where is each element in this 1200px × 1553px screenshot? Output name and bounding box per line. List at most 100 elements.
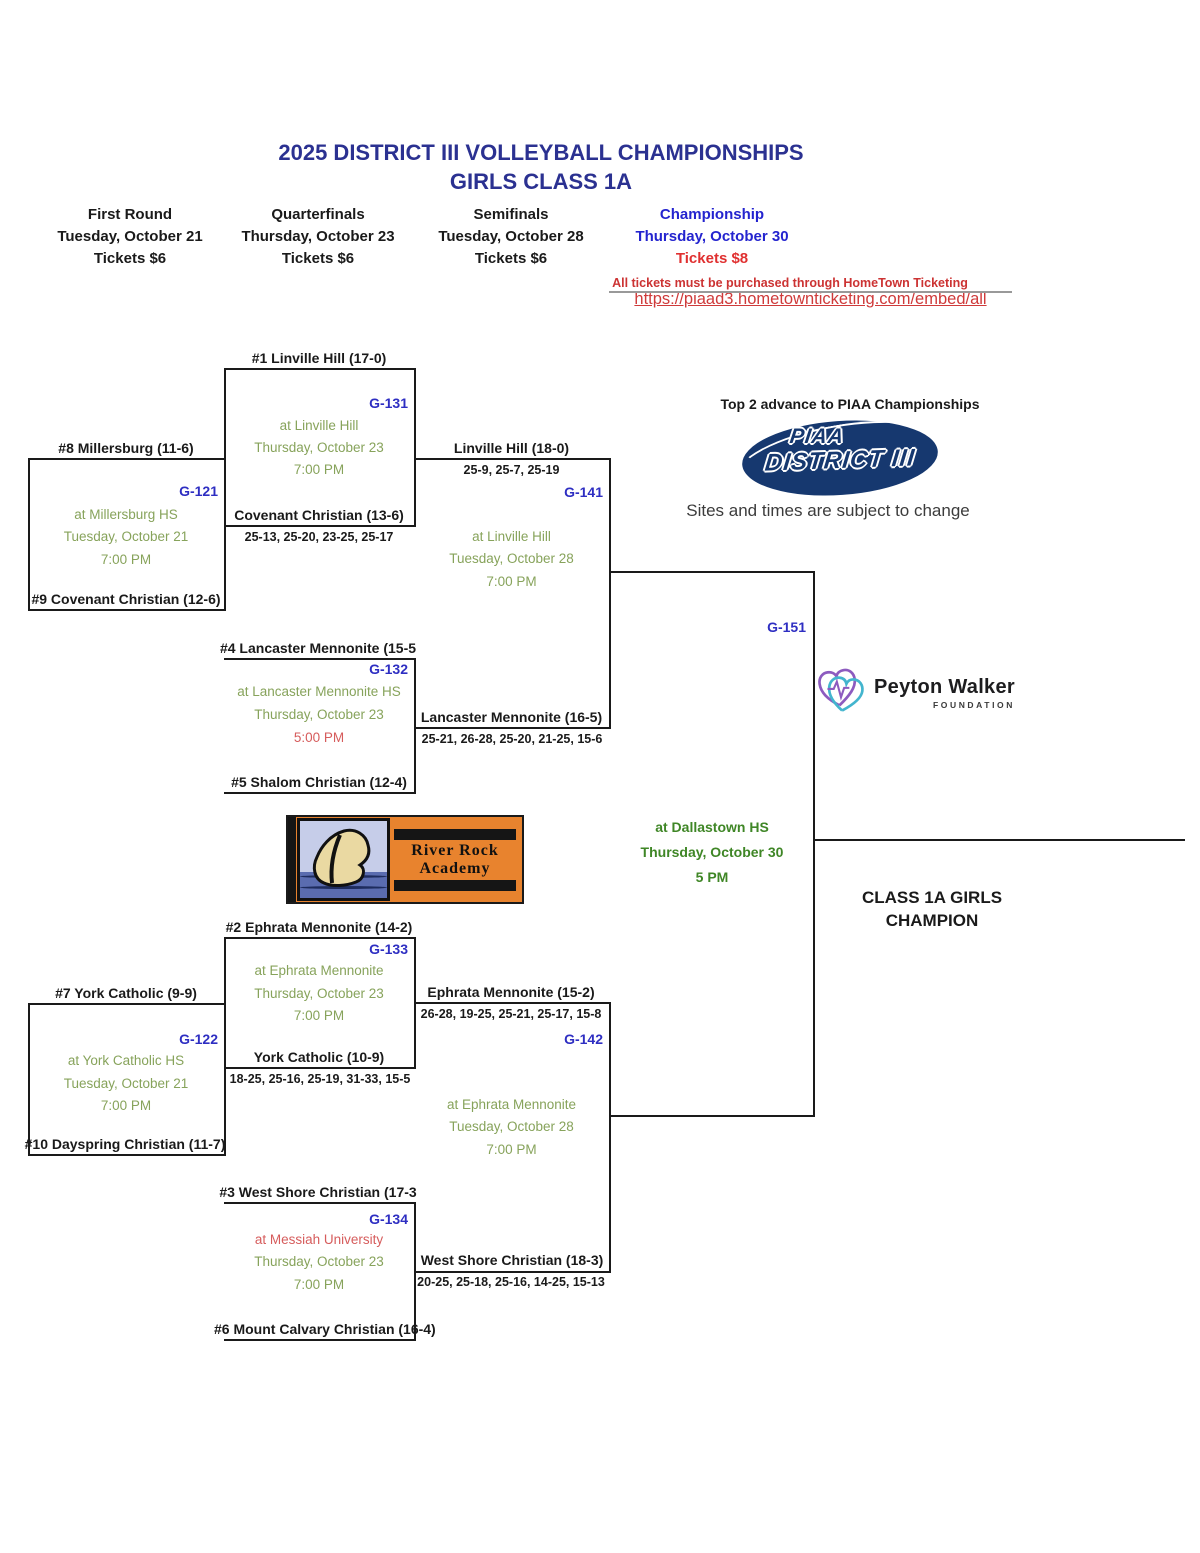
peyton-walker-foundation-logo: Peyton Walker FOUNDATION [816,666,1026,720]
g134-venue: at Messiah University [254,1232,384,1247]
g142-time: 7:00 PM [486,1142,537,1157]
bracket-line [414,368,416,527]
g131-game-id: G-131 [369,395,408,411]
g134-winner: West Shore Christian (18-3) [420,1252,604,1268]
g133-top-team: #2 Ephrata Mennonite (14-2) [225,919,413,935]
g141-game-id: G-141 [564,484,603,500]
bracket-line [609,1115,815,1117]
g151-venue: at Dallastown HS [655,819,769,835]
g131-date: Thursday, October 23 [254,440,384,455]
bracket-line [224,1339,416,1341]
g132-venue: at Lancaster Mennonite HS [237,684,401,699]
round-4-date: Thursday, October 30 [635,228,789,245]
round-1-date: Tuesday, October 21 [57,228,203,245]
g132-top-team: #4 Lancaster Mennonite (15-5 [219,640,417,656]
g121-game-id: G-121 [179,483,218,499]
bracket-line [224,937,226,1156]
g142-date: Tuesday, October 28 [449,1119,574,1134]
peyton-walker-subtitle: FOUNDATION [932,700,1015,710]
bracket-line [609,458,611,729]
g122-winner: York Catholic (10-9) [253,1049,385,1065]
river-rock-text-line2: Academy [419,860,491,877]
g121-bottom-team: #9 Covenant Christian (12-6) [31,591,221,607]
g141-venue: at Linville Hill [472,529,551,544]
g132-winner-score: 25-21, 26-28, 25-20, 21-25, 15-6 [421,732,603,746]
g122-venue: at York Catholic HS [67,1053,185,1068]
g134-time: 7:00 PM [293,1277,345,1292]
g134-bottom-team: #6 Mount Calvary Christian (16-4) [214,1321,436,1337]
round-3-name: Semifinals [473,206,549,223]
bracket-line [28,1003,224,1005]
bracket-line [224,792,416,794]
bracket-line [224,937,416,939]
g122-winner-score: 18-25, 25-16, 25-19, 31-33, 15-5 [229,1072,411,1086]
g133-winner: Ephrata Mennonite (15-2) [427,984,595,1000]
g121-winner: Covenant Christian (13-6) [234,507,404,523]
river-rock-academy-logo: River Rock Academy [286,815,524,904]
page-title: 2025 DISTRICT III VOLLEYBALL CHAMPIONSHI… [278,140,804,165]
g122-bottom-team: #10 Dayspring Christian (11-7) [24,1136,226,1152]
g121-time: 7:00 PM [100,552,152,567]
piaa-district-3-logo: PIAA DISTRICT III [729,407,951,519]
subject-to-change-note: Sites and times are subject to change [686,501,970,520]
g133-date: Thursday, October 23 [254,986,384,1001]
round-2-date: Thursday, October 23 [241,228,395,245]
bracket-line [609,571,815,573]
bracket-line [813,571,815,1117]
g141-date: Tuesday, October 28 [449,551,574,566]
bracket-line [28,458,224,460]
round-1-tickets: Tickets $6 [93,250,167,267]
bracket-line [28,458,30,611]
rock-icon [312,828,371,887]
bracket-line [414,658,416,794]
g151-date: Thursday, October 30 [640,844,784,860]
g133-venue: at Ephrata Mennonite [254,963,384,978]
g132-winner: Lancaster Mennonite (16-5) [420,709,603,725]
g122-game-id: G-122 [179,1031,218,1047]
round-2-tickets: Tickets $6 [281,250,355,267]
bracket-line [224,1202,416,1204]
advance-note: Top 2 advance to PIAA Championships [720,396,980,412]
g121-venue: at Millersburg HS [74,507,178,522]
g133-game-id: G-133 [369,941,408,957]
g132-time: 5:00 PM [293,730,345,745]
round-4-tickets: Tickets $8 [675,250,749,267]
bracket-line [414,458,611,460]
ticketing-notice: All tickets must be purchased through Ho… [612,276,968,290]
g131-winner-score: 25-9, 25-7, 25-19 [463,463,560,477]
g134-winner-score: 20-25, 25-18, 25-16, 14-25, 15-13 [417,1275,605,1289]
river-rock-emblem [297,818,390,901]
g142-game-id: G-142 [564,1031,603,1047]
bracket-line [224,658,416,660]
bracket-line [414,1271,611,1273]
g131-top-team: #1 Linville Hill (17-0) [251,350,387,366]
peyton-walker-name: Peyton Walker [874,676,1015,698]
g122-top-team: #7 York Catholic (9-9) [55,985,197,1001]
g121-date: Tuesday, October 21 [63,529,189,544]
bracket-line [224,1067,416,1069]
bracket-line [609,1002,611,1273]
ticketing-link-wrap: https://piaad3.hometownticketing.com/emb… [589,293,1032,314]
bracket-line [28,1154,224,1156]
bracket-line [224,368,226,611]
g131-venue: at Linville Hill [279,418,359,433]
bracket-line [414,727,611,729]
g141-time: 7:00 PM [486,574,537,589]
champion-line [813,839,1185,841]
logo-bar [394,829,516,840]
g142-venue: at Ephrata Mennonite [446,1097,577,1112]
ticketing-divider [609,291,1012,293]
round-2-name: Quarterfinals [271,206,365,223]
g132-date: Thursday, October 23 [254,707,384,722]
g131-winner: Linville Hill (18-0) [453,440,570,456]
river-rock-text-line1: River Rock [411,842,499,859]
heart-ekg-icon [816,666,866,721]
g132-bottom-team: #5 Shalom Christian (12-4) [231,774,407,790]
g134-date: Thursday, October 23 [254,1254,384,1269]
g151-game-id: G-151 [767,619,806,635]
g134-top-team: #3 West Shore Christian (17-3 [219,1184,417,1200]
ticketing-link[interactable]: https://piaad3.hometownticketing.com/emb… [634,293,987,308]
logo-bar [394,880,516,891]
g131-time: 7:00 PM [293,462,345,477]
